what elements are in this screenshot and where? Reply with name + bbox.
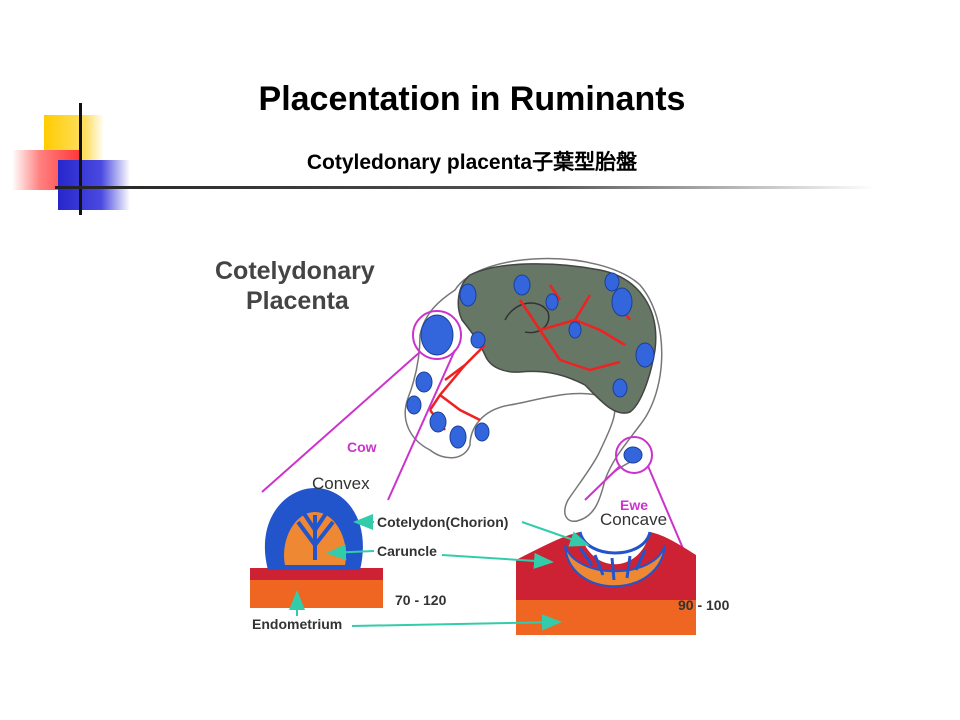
decorative-vertical-rule — [79, 103, 82, 215]
blood-vessels — [428, 284, 631, 431]
slide-title: Placentation in Ruminants — [258, 80, 686, 118]
zoom-indicators — [261, 310, 691, 566]
label-cow-count: 70 - 120 — [395, 592, 447, 608]
label-convex: Convex — [312, 474, 370, 493]
slide-subtitle: Cotyledonary placenta子葉型胎盤 — [306, 151, 638, 174]
label-cow: Cow — [347, 439, 377, 455]
label-ewe-count: 90 - 100 — [678, 597, 730, 613]
label-caruncle: Caruncle — [377, 543, 437, 559]
pointer-arrows — [289, 514, 590, 631]
label-ewe: Ewe — [620, 497, 648, 513]
label-cotyledon: Cotelydon(Chorion) — [377, 514, 508, 530]
decorative-blue-square — [58, 160, 130, 210]
title-underline-rule — [55, 186, 875, 189]
cotyledons — [406, 272, 655, 464]
figure-heading-line2: Placenta — [246, 287, 350, 315]
label-concave: Concave — [600, 510, 667, 529]
label-endometrium: Endometrium — [252, 616, 342, 632]
figure-heading-line1: Cotelydonary — [215, 257, 375, 285]
